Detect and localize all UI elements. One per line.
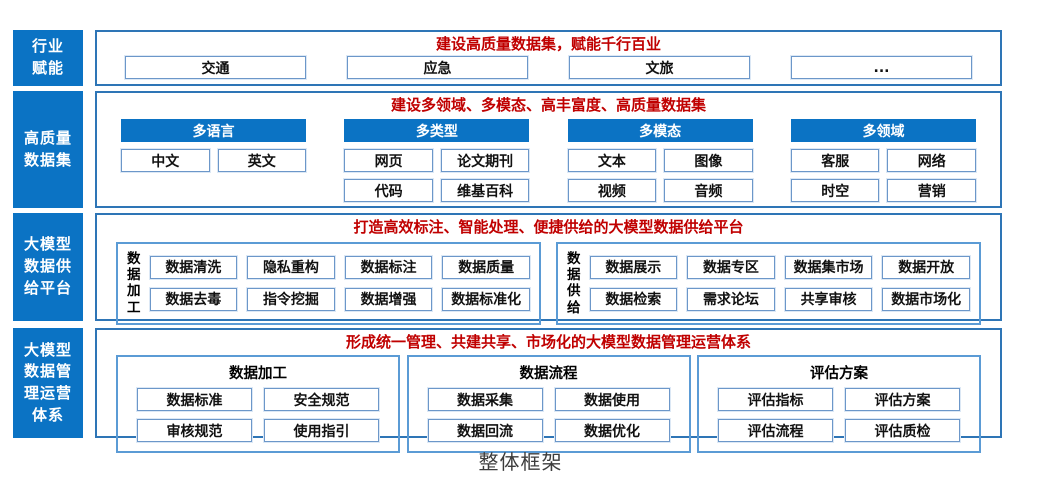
item-box-data-zone: 数据专区: [686, 254, 776, 280]
group-vertical-label-data-supply: 数 据 供 给: [567, 251, 581, 316]
side-label-high-quality-dataset: 高质量 数据集: [13, 91, 83, 208]
row-high-quality-dataset: 高质量 数据集 建设多领域、多模态、高丰富度、高质量数据集 多语言 中文 英文 …: [13, 91, 1002, 208]
column-header-multitype: 多类型: [344, 119, 530, 142]
item-box-data-collection: 数据采集: [426, 387, 544, 412]
item-box-text: 文本: [566, 148, 658, 173]
column-items-multitype: 网页 论文期刊 代码 维基百科: [343, 148, 531, 203]
panel-data-supply-platform: 打造高效标注、智能处理、便捷供给的大模型数据供给平台 数 据 加 工 数据清洗 …: [95, 213, 1002, 325]
item-box-data-annotation: 数据标注: [343, 254, 434, 280]
group-data-processing: 数 据 加 工 数据清洗 隐私重构 数据标注 数据质量 数据去毒 指令挖掘 数据…: [116, 242, 541, 325]
item-box-usage-guide: 使用指引: [263, 418, 380, 443]
group-items-data-supply: 数据展示 数据专区 数据集市场 数据开放 数据检索 需求论坛 共享审核 数据市场…: [588, 254, 971, 312]
industry-box-culture-tourism: 文旅: [568, 55, 751, 80]
item-box-demand-forum: 需求论坛: [686, 286, 776, 312]
item-box-data-opening: 数据开放: [881, 254, 971, 280]
item-box-network: 网络: [886, 148, 977, 173]
item-box-data-augmentation: 数据增强: [343, 286, 434, 312]
group-header-processing-specs: 数据加工: [229, 366, 287, 382]
item-box-webpage: 网页: [343, 148, 434, 173]
row-data-management-system: 大模型 数据管 理运营 体系 形成统一管理、共建共享、市场化的大模型数据管理运营…: [13, 328, 1002, 453]
group-data-flow: 数据流程 数据采集 数据使用 数据回流 数据优化: [406, 355, 691, 453]
column-items-multimodal: 文本 图像 视频 音频: [566, 148, 754, 203]
item-box-data-usage: 数据使用: [553, 387, 671, 412]
group-header-evaluation-plan: 评估方案: [810, 366, 868, 382]
item-box-evaluation-scheme: 评估方案: [844, 387, 961, 412]
panel-title-management: 形成统一管理、共建共享、市场化的大模型数据管理运营体系: [345, 333, 751, 351]
item-box-instruction-mining: 指令挖掘: [246, 286, 336, 312]
group-items-processing-specs: 数据标准 安全规范 审核规范 使用指引: [136, 387, 380, 443]
item-box-data-cleaning: 数据清洗: [148, 254, 239, 280]
item-box-data-optimization: 数据优化: [553, 418, 671, 443]
item-box-dataset-market: 数据集市场: [783, 254, 874, 280]
item-box-sharing-review: 共享审核: [783, 286, 874, 312]
item-box-data-display: 数据展示: [588, 254, 679, 280]
group-items-evaluation-plan: 评估指标 评估方案 评估流程 评估质检: [717, 387, 961, 443]
diagram-caption: 整体框架: [478, 450, 563, 474]
industry-box-more: ...: [790, 55, 973, 80]
item-box-evaluation-qc: 评估质检: [844, 418, 961, 443]
column-header-multidomain: 多领域: [790, 119, 976, 142]
item-box-marketing: 营销: [886, 178, 977, 203]
group-header-data-flow: 数据流程: [519, 366, 578, 382]
column-multilingual: 多语言 中文 英文: [120, 119, 307, 202]
item-box-spatiotemporal: 时空: [789, 178, 881, 203]
row-data-supply-platform: 大模型 数据供 给平台 打造高效标注、智能处理、便捷供给的大模型数据供给平台 数…: [13, 213, 1002, 325]
item-box-data-marketization: 数据市场化: [881, 286, 971, 312]
industry-box-transport: 交通: [124, 55, 307, 80]
side-label-industry-empowerment: 行业 赋能: [13, 30, 83, 86]
item-box-customer-service: 客服: [789, 148, 881, 173]
item-box-data-backflow: 数据回流: [426, 418, 544, 443]
panel-data-management-system: 形成统一管理、共建共享、市场化的大模型数据管理运营体系 数据加工 数据标准 安全…: [95, 328, 1002, 453]
item-box-video: 视频: [566, 178, 658, 203]
column-items-multidomain: 客服 网络 时空 营销: [789, 148, 977, 203]
item-box-chinese: 中文: [120, 148, 211, 173]
item-box-security-spec: 安全规范: [263, 387, 380, 412]
supply-groups: 数 据 加 工 数据清洗 隐私重构 数据标注 数据质量 数据去毒 指令挖掘 数据…: [97, 236, 1000, 325]
item-box-data-quality: 数据质量: [441, 254, 531, 280]
item-box-wikipedia: 维基百科: [439, 178, 531, 203]
item-box-data-standard: 数据标准: [136, 387, 253, 412]
column-multitype: 多类型 网页 论文期刊 代码 维基百科: [343, 119, 531, 203]
group-vertical-label-data-processing: 数 据 加 工: [127, 251, 141, 316]
item-box-data-retrieval: 数据检索: [588, 286, 679, 312]
group-items-data-flow: 数据采集 数据使用 数据回流 数据优化: [426, 387, 671, 443]
column-header-multimodal: 多模态: [567, 119, 753, 142]
item-box-evaluation-process: 评估流程: [717, 418, 834, 443]
side-label-data-management-system: 大模型 数据管 理运营 体系: [13, 328, 83, 438]
row-industry-empowerment: 行业 赋能 建设高质量数据集，赋能千行百业 交通 应急 文旅 ...: [13, 30, 1002, 86]
industry-box-emergency: 应急: [346, 55, 529, 80]
group-evaluation-plan: 评估方案 评估指标 评估方案 评估流程 评估质检: [697, 355, 981, 453]
item-box-data-standardization: 数据标准化: [441, 286, 531, 312]
item-box-code: 代码: [343, 178, 434, 203]
item-box-data-detox: 数据去毒: [148, 286, 239, 312]
management-groups: 数据加工 数据标准 安全规范 审核规范 使用指引 数据流程 数据采集 数据使用 …: [97, 351, 1000, 453]
group-data-supply: 数 据 供 给 数据展示 数据专区 数据集市场 数据开放 数据检索 需求论坛 共…: [556, 242, 981, 325]
group-items-data-processing: 数据清洗 隐私重构 数据标注 数据质量 数据去毒 指令挖掘 数据增强 数据标准化: [148, 254, 531, 312]
panel-high-quality-dataset: 建设多领域、多模态、高丰富度、高质量数据集 多语言 中文 英文 多类型 网页 论…: [95, 91, 1002, 208]
panel-title-supply: 打造高效标注、智能处理、便捷供给的大模型数据供给平台: [353, 218, 744, 236]
column-header-multilingual: 多语言: [121, 119, 306, 142]
group-processing-specs: 数据加工 数据标准 安全规范 审核规范 使用指引: [116, 355, 400, 453]
item-box-image: 图像: [663, 148, 754, 173]
dataset-columns: 多语言 中文 英文 多类型 网页 论文期刊 代码 维基百科: [97, 114, 1000, 203]
column-multimodal: 多模态 文本 图像 视频 音频: [566, 119, 754, 203]
panel-industry-empowerment: 建设高质量数据集，赋能千行百业 交通 应急 文旅 ...: [95, 30, 1002, 86]
industry-boxes: 交通 应急 文旅 ...: [97, 53, 1000, 80]
item-box-evaluation-metrics: 评估指标: [717, 387, 834, 412]
column-multidomain: 多领域 客服 网络 时空 营销: [789, 119, 977, 203]
column-items-multilingual: 中文 英文: [120, 148, 307, 173]
item-box-papers-journals: 论文期刊: [439, 148, 531, 173]
panel-title-dataset: 建设多领域、多模态、高丰富度、高质量数据集: [390, 96, 706, 114]
item-box-english: 英文: [216, 148, 307, 173]
item-box-privacy-reconstruction: 隐私重构: [246, 254, 336, 280]
item-box-review-spec: 审核规范: [136, 418, 253, 443]
item-box-audio: 音频: [663, 178, 754, 203]
panel-title-industry: 建设高质量数据集，赋能千行百业: [435, 35, 661, 53]
side-label-data-supply-platform: 大模型 数据供 给平台: [13, 213, 83, 321]
